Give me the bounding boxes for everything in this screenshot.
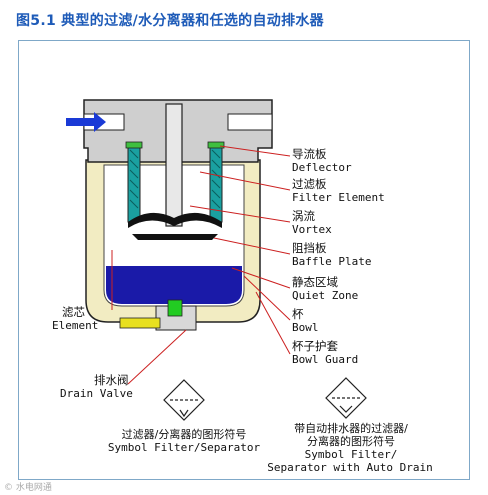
label-baffle-en: Baffle Plate: [292, 255, 372, 268]
label-filter-element-cn: 过滤板: [292, 177, 327, 191]
label-drain-cn: 排水阀: [94, 373, 129, 387]
symbol-caption-right-cn1: 带自动排水器的过滤器/: [294, 422, 408, 435]
figure-title: 图5.1 典型的过滤/水分离器和任选的自动排水器: [16, 13, 324, 29]
filter-mesh: [129, 149, 221, 209]
inlet-arrow-icon: [66, 112, 106, 132]
watermark: © 水电网通: [4, 483, 52, 493]
deflector-left: [125, 141, 143, 149]
symbol-filter-auto-drain: [325, 377, 367, 419]
symbol-caption-left-en: Symbol Filter/Separator: [107, 441, 261, 454]
drain-tip: [167, 299, 183, 317]
vortex-vanes: [128, 212, 222, 228]
label-filter-element-en: Filter Element: [292, 191, 385, 204]
label-deflector-cn: 导流板: [292, 147, 327, 161]
label-baffle-cn: 阻挡板: [292, 241, 327, 255]
title-bar: 图5.1 典型的过滤/水分离器和任选的自动排水器: [0, 0, 488, 40]
label-guard-en: Bowl Guard: [292, 353, 359, 366]
leader-lines: [111, 145, 291, 385]
symbol-filter-separator: [163, 379, 205, 421]
label-quiet-en: Quiet Zone: [292, 289, 359, 302]
label-element-en: Element: [52, 319, 99, 332]
symbol-caption-right-en2: Separator with Auto Drain: [267, 461, 433, 474]
symbol-caption-right-en1: Symbol Filter/: [304, 448, 398, 461]
deflector-right: [207, 141, 225, 149]
outlet-port: [227, 113, 273, 131]
baffle-plate: [132, 234, 218, 240]
label-guard-cn: 杯子护套: [292, 339, 338, 353]
water-zone: [106, 266, 242, 304]
label-quiet-cn: 静态区域: [292, 275, 338, 289]
label-bowl-en: Bowl: [292, 321, 319, 334]
center-stem: [165, 103, 183, 227]
symbol-caption-right-cn2: 分离器的图形符号: [307, 435, 395, 448]
drain-lever: [119, 317, 161, 329]
label-deflector-en: Deflector: [292, 161, 352, 174]
label-drain-en: Drain Valve: [60, 387, 133, 400]
label-vortex-en: Vortex: [292, 223, 332, 236]
label-bowl-cn: 杯: [292, 307, 304, 321]
label-element-cn: 滤芯: [62, 305, 85, 319]
label-vortex-cn: 涡流: [292, 209, 315, 223]
symbol-caption-left-cn: 过滤器/分离器的图形符号: [121, 428, 247, 441]
